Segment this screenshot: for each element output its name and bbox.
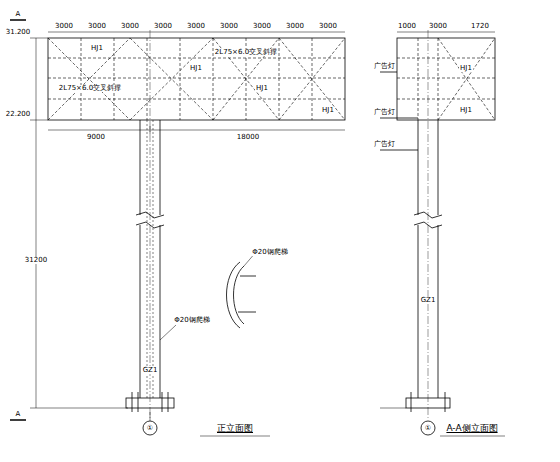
drawing-label: HJ1 [459,65,473,72]
drawing-label: ① [424,425,432,432]
drawing-label: 广告灯 [373,109,396,116]
drawing-label: 3000 [54,23,74,30]
drawing-label: Φ20钢爬梯 [251,249,288,256]
drawing-label: 22.200 [5,111,32,118]
drawing-label: 3000 [318,23,338,30]
drawing-label: A [15,411,22,418]
drawing-label: 3000 [153,23,173,30]
drawing-label: 3000 [219,23,239,30]
drawing-label: 2L75×6.0交叉斜撑 [214,49,278,56]
billboard-side [397,38,495,120]
drawing-label: 3000 [186,23,206,30]
frame-grid [48,38,345,120]
drawing-label: HJ1 [255,85,269,92]
drawing-label: 9000 [86,134,106,141]
drawing-label: A [15,11,22,18]
drawing-label: 3000 [87,23,107,30]
drawing-label: GZ1 [142,367,159,374]
drawing-label: 1720 [470,23,490,30]
drawing-label: 3000 [252,23,272,30]
drawing-label: 正立面图 [216,424,254,433]
drawing-label: 31200 [24,257,48,264]
drawing-label: 3000 [428,23,448,30]
drawing-label: 2L75×6.0交叉斜撑 [58,85,122,92]
drawing-label: 31.200 [5,29,32,36]
drawing-label: 3000 [120,23,140,30]
drawing-label: ① [146,425,154,432]
drawing-label: HJ1 [189,65,203,72]
drawing-label: 18000 [236,134,260,141]
drawing-label: Φ20钢爬梯 [173,317,210,324]
column [126,30,176,435]
ladder-detail [227,252,257,328]
drawing-label: GZ1 [420,297,437,304]
drawing-label: 3000 [285,23,305,30]
drawing-label: HJ1 [321,107,335,114]
drawing-label: HJ1 [90,45,104,52]
drawing-label: HJ1 [459,107,473,114]
drawing-label: 广告灯 [373,63,396,70]
drawing-label: 1000 [397,23,417,30]
drawing-label: A-A侧立面图 [445,424,498,433]
billboard-frame [48,38,345,120]
drawing-label: 广告灯 [373,141,396,148]
